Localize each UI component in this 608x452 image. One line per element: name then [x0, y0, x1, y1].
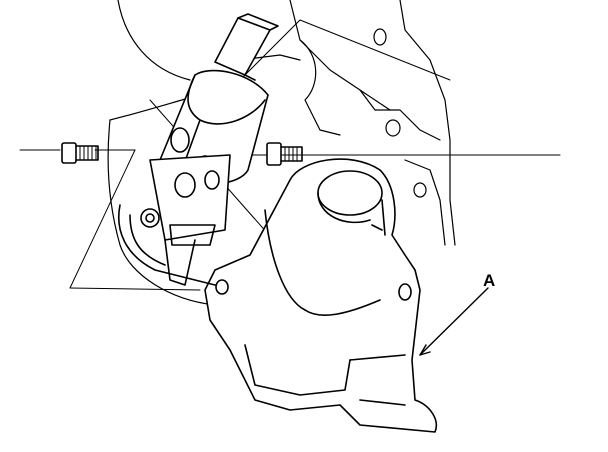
clamp-bolt-icon	[140, 208, 160, 228]
bolt-icon	[266, 142, 303, 166]
mount-hole	[373, 28, 387, 46]
universal-joint	[149, 69, 269, 286]
callout-label-a: A	[483, 271, 496, 290]
steering-shaft	[214, 13, 279, 81]
mount-hole	[215, 279, 229, 295]
callout-leader	[419, 287, 489, 356]
mount-hole	[398, 283, 412, 301]
mounting-flange	[118, 204, 216, 286]
joint-cover	[204, 158, 437, 433]
bolt-icon	[61, 142, 99, 164]
